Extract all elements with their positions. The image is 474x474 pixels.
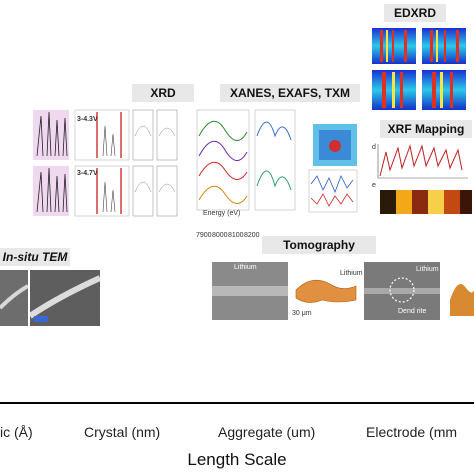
length-scale-axis bbox=[0, 402, 474, 404]
in-situ-tem-label: In-situ TEM bbox=[0, 248, 70, 266]
xrd-voltage-top: 3-4.3V bbox=[77, 116, 98, 123]
xanes-ticks: 7900 8000 8100 8200 bbox=[196, 232, 260, 240]
xanes-exafs-txm-label: XANES, EXAFS, TXM bbox=[220, 84, 360, 102]
xrd-panel: 3-4.3V 3-4.7V bbox=[31, 106, 180, 222]
xanes-energy-label: Energy (eV) bbox=[203, 210, 241, 217]
tem-image-left bbox=[0, 270, 29, 326]
edxrd-label: EDXRD bbox=[384, 4, 446, 22]
xrf-sawtooth-line bbox=[379, 144, 463, 177]
scale-label-electrode: Electrode (mm bbox=[366, 424, 458, 440]
tomography-images bbox=[212, 262, 474, 320]
xrf-plots bbox=[377, 144, 472, 214]
xrf-panel: d e bbox=[372, 140, 474, 222]
xanes-tick-2: 8000 bbox=[212, 232, 228, 239]
xrd-plots bbox=[33, 109, 178, 217]
xrf-map-strip bbox=[380, 190, 472, 214]
xrd-label: XRD bbox=[132, 84, 194, 102]
xrf-tag-e: e bbox=[372, 182, 376, 189]
edxrd-heatmap-panel bbox=[370, 26, 468, 114]
xanes-plots bbox=[196, 109, 358, 213]
length-scale-title: Length Scale bbox=[187, 450, 287, 469]
tomography-tag-scale: 30 μm bbox=[292, 310, 312, 317]
xrf-tag-d: d bbox=[372, 144, 376, 151]
tomography-tag-lithium-3: Lithium bbox=[416, 266, 439, 273]
xanes-panel: Energy (eV) bbox=[185, 106, 371, 224]
scale-label-aggregate: Aggregate (um) bbox=[218, 424, 316, 440]
edxrd-heatmaps bbox=[372, 28, 466, 110]
xrd-voltage-bottom: 3-4.7V bbox=[77, 170, 98, 177]
tomography-tag-dend: Dend rite bbox=[398, 308, 427, 315]
xanes-tick-1: 7900 bbox=[196, 232, 212, 239]
tomography-tag-lithium-2: Lithium bbox=[340, 270, 363, 277]
xrf-mapping-label: XRF Mapping bbox=[380, 120, 472, 138]
tomography-tag-lithium-1: Lithium bbox=[234, 264, 257, 271]
scale-label-crystal: Crystal (nm) bbox=[84, 424, 161, 440]
xanes-tick-4: 8200 bbox=[244, 232, 260, 239]
tomography-panel: Lithium Lithium Lithium 30 μm Dend rite bbox=[212, 260, 474, 324]
tomography-label: Tomography bbox=[262, 236, 376, 254]
xanes-tick-3: 8100 bbox=[228, 232, 244, 239]
tem-image-right bbox=[28, 270, 102, 326]
scale-label-atomic: ic (Å) bbox=[0, 424, 33, 440]
